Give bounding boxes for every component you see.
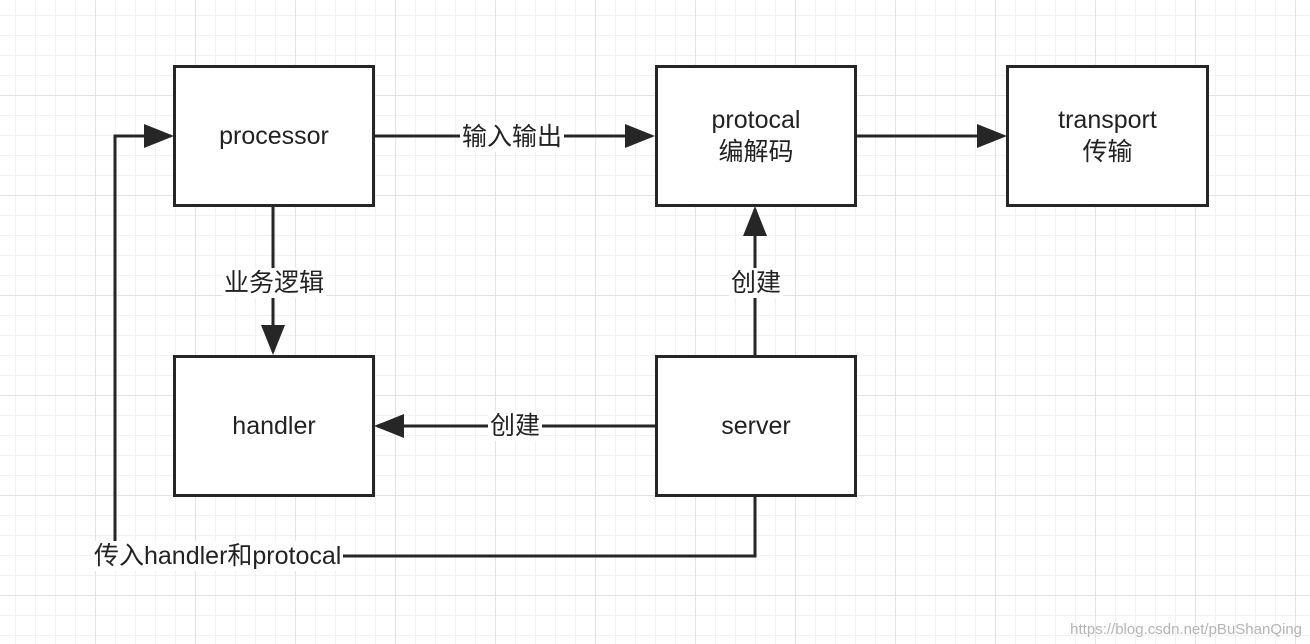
node-transport[interactable]: transport 传输 (1006, 65, 1209, 207)
label-server-processor: 传入handler和protocal (92, 541, 344, 571)
watermark: https://blog.csdn.net/pBuShanQing (1070, 621, 1302, 638)
node-protocal-subtitle: 编解码 (718, 138, 794, 166)
node-handler[interactable]: handler (173, 355, 375, 497)
node-server-title: server (721, 412, 791, 440)
label-processor-protocal: 输入输出 (460, 122, 565, 152)
node-transport-title: transport (1058, 106, 1157, 134)
label-processor-handler: 业务逻辑 (222, 268, 327, 298)
node-protocal-title: protocal (711, 106, 801, 134)
label-server-protocal: 创建 (729, 268, 784, 298)
node-protocal[interactable]: protocal 编解码 (655, 65, 857, 207)
node-processor[interactable]: processor (173, 65, 375, 207)
label-server-handler: 创建 (488, 411, 543, 441)
node-transport-subtitle: 传输 (1082, 138, 1133, 166)
node-handler-title: handler (232, 412, 316, 440)
node-server[interactable]: server (655, 355, 857, 497)
node-processor-title: processor (219, 122, 329, 150)
